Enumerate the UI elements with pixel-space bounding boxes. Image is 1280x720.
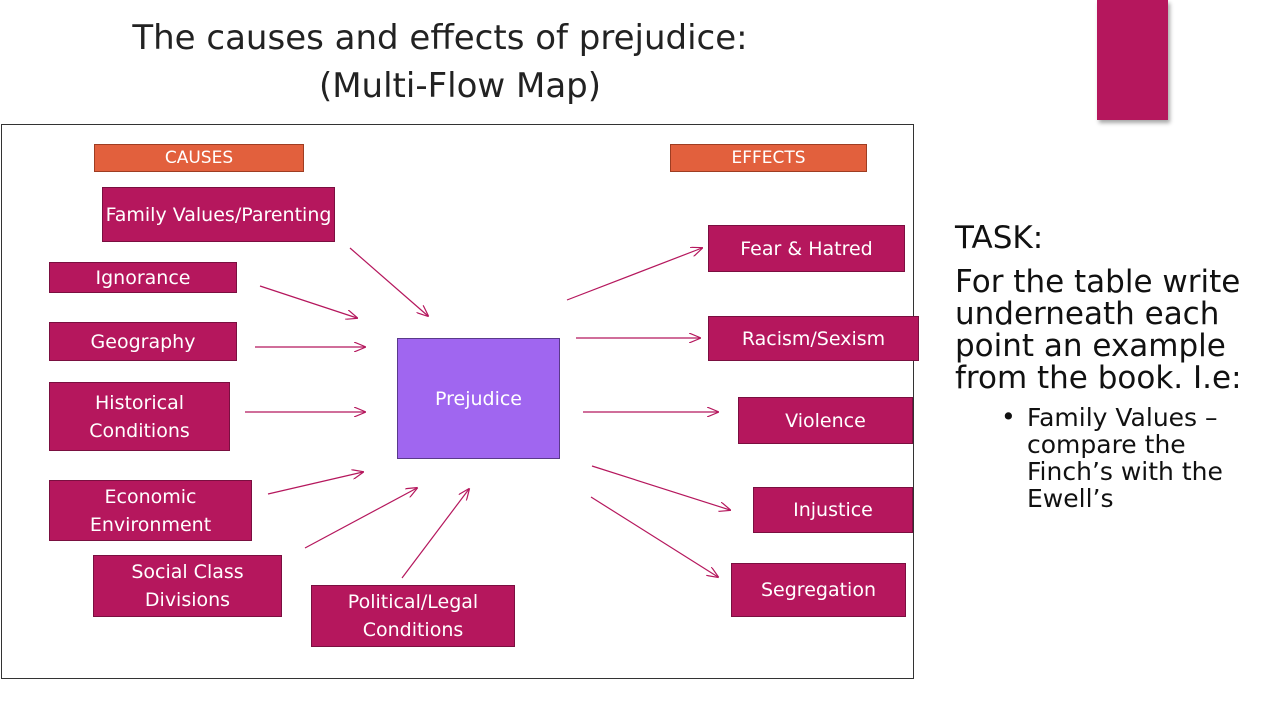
- task-panel: TASK: For the table write underneath eac…: [955, 222, 1255, 512]
- cause-political-legal-conditions: Political/Legal Conditions: [311, 585, 515, 647]
- arrow-family-values: [349, 247, 428, 316]
- bullet-dot-icon: •: [1001, 402, 1016, 431]
- arrow-economic: [267, 472, 363, 495]
- effect-injustice: Injustice: [753, 487, 913, 533]
- multi-flow-map-frame: [1, 124, 914, 679]
- title-line-1: The causes and effects of prejudice:: [132, 18, 748, 58]
- arrow-injustice: [591, 465, 730, 510]
- arrow-political: [401, 489, 469, 579]
- page-title: The causes and effects of prejudice: (Mu…: [60, 14, 820, 110]
- cause-ignorance: Ignorance: [49, 262, 237, 293]
- arrow-fear: [566, 248, 702, 301]
- causes-header: CAUSES: [94, 144, 304, 172]
- effect-racism-sexism: Racism/Sexism: [708, 316, 919, 361]
- task-heading: TASK:: [955, 220, 1044, 256]
- cause-social-class-divisions: Social Class Divisions: [93, 555, 282, 617]
- cause-historical-conditions: Historical Conditions: [49, 382, 230, 451]
- accent-bar: [1097, 0, 1168, 120]
- effects-header: EFFECTS: [670, 144, 867, 172]
- task-bullet-list: • Family Values – compare the Finch’s wi…: [955, 403, 1255, 513]
- arrow-segregation: [590, 496, 718, 577]
- effect-fear-hatred: Fear & Hatred: [708, 225, 905, 272]
- title-line-2: (Multi-Flow Map): [318, 66, 602, 106]
- arrow-social-class: [304, 488, 417, 549]
- cause-economic-environment: Economic Environment: [49, 480, 252, 541]
- effect-segregation: Segregation: [731, 563, 906, 617]
- cause-family-values: Family Values/Parenting: [102, 187, 335, 242]
- arrow-ignorance: [259, 285, 357, 318]
- task-text: For the table write underneath each poin…: [955, 264, 1242, 396]
- task-bullet-text: Family Values – compare the Finch’s with…: [1027, 403, 1223, 513]
- task-bullet-item: • Family Values – compare the Finch’s wi…: [1001, 403, 1255, 513]
- cause-geography: Geography: [49, 322, 237, 361]
- effect-violence: Violence: [738, 397, 913, 444]
- center-prejudice: Prejudice: [397, 338, 560, 459]
